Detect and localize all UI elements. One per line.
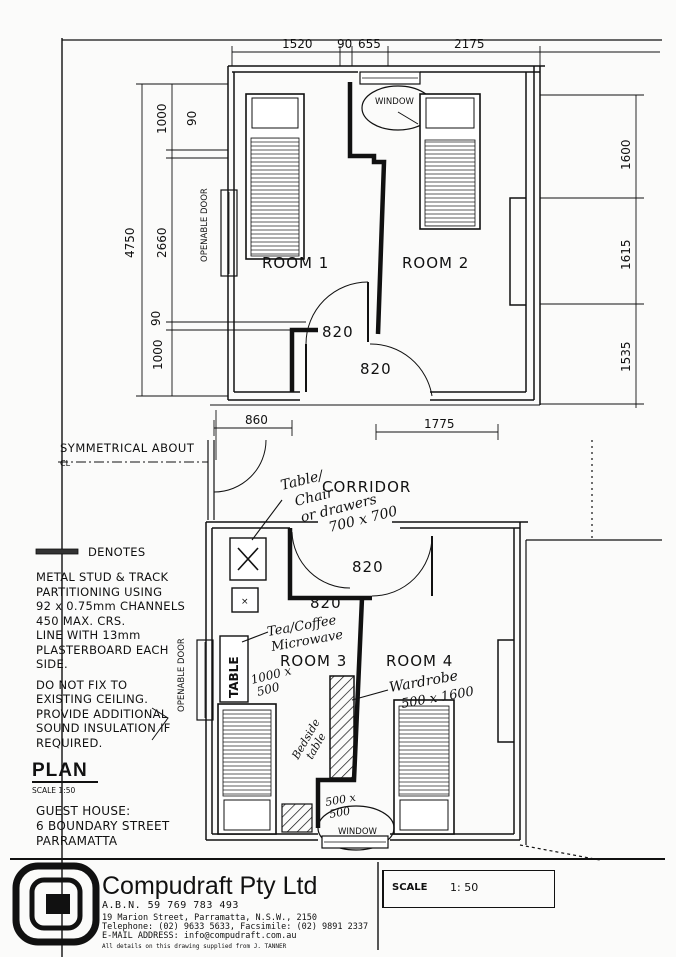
corridor-door-left [213,439,267,493]
scale-box [382,870,555,908]
symmetrical-note: SYMMETRICAL ABOUT [60,441,195,455]
right-dimension-lines [540,94,644,408]
dim-left-4: 90 [149,311,163,326]
upper-block-walls [220,65,545,405]
stud-partition-upper [289,82,387,392]
window-bottom-label: WINDOW [338,827,378,837]
lower-right-outline [519,539,662,861]
bed-room3 [217,703,277,835]
door1-width: 820 [322,323,354,341]
note-table-size-2: 500 [255,680,281,699]
dim-left-1: 1000 [155,103,169,134]
dim-top-2: 90 [337,37,352,51]
dim-left-3: 2660 [155,227,169,258]
project-line: 6 BOUNDARY STREET [36,819,170,833]
door3-width: 820 [352,558,384,576]
company-email: E-MAIL ADDRESS: info@compudraft.com.au [102,931,297,941]
door-room2 [369,343,433,397]
dim-left-5: 1000 [151,339,165,370]
tea-coffee-unit: × [231,587,259,613]
corridor-walls [207,440,593,540]
bed-room1 [245,93,305,260]
legend-line: PLASTERBOARD EACH [36,642,169,657]
openable-door-bottom-label: OPENABLE DOOR [177,638,187,712]
dim-right-3: 1535 [619,341,633,372]
door-room3 [291,531,351,589]
bottom-dimension-lines [210,404,540,460]
dim-top-1: 1520 [282,37,313,51]
door-room4 [371,535,433,597]
legend-line: LINE WITH 13mm [36,628,141,642]
company-abn: A.B.N. 59 769 783 493 [102,900,239,911]
note-bedside-size-2: 500 [328,805,351,821]
dim-bottom-2: 1775 [424,417,455,431]
window-top-label: WINDOW [375,97,415,107]
partition-legend-swatch [35,548,79,555]
legend-line: METAL STUD & TRACK [36,570,169,584]
room1-label: ROOM 1 [262,254,329,272]
table-chair-box [229,537,267,581]
door-room1 [305,281,369,345]
bed-room2 [419,93,481,230]
room4-label: ROOM 4 [386,652,453,670]
dim-top-3: 655 [358,37,381,51]
legend-notes: METAL STUD & TRACK PARTITIONING USING 92… [36,570,185,750]
door4-width: 820 [310,594,342,612]
legend-line: SIDE. [36,657,68,671]
dim-bottom-1: 860 [245,413,268,427]
project-address: GUEST HOUSE: 6 BOUNDARY STREET PARRAMATT… [36,804,170,849]
legend-line: DO NOT FIX TO [36,677,128,692]
legend-line: 92 x 0.75mm CHANNELS [36,599,186,613]
plan-title: PLAN [32,760,88,781]
corridor-label: CORRIDOR [322,478,411,496]
legend-denotes: DENOTES [88,545,146,559]
top-dimension-line [231,46,660,66]
centreline-mark: CL [60,459,71,468]
title-block [10,858,665,952]
scale-label: SCALE [392,882,428,893]
wardrobe [329,675,355,779]
bedside-table [281,803,313,833]
drawing-source-note: All details on this drawing supplied fro… [102,943,287,950]
table-outline: TABLE [219,635,249,703]
scale-value: 1: 50 [450,881,479,894]
company-name: Compudraft Pty Ltd [102,872,318,900]
project-line: PARRAMATTA [36,834,118,848]
legend-line: SOUND INSULATION IF [36,721,171,735]
dim-right-1: 1600 [619,139,633,170]
legend-line: REQUIRED. [36,735,103,750]
dim-top-4: 2175 [454,37,485,51]
legend-line: PARTITIONING USING [36,584,163,599]
lower-block-walls [196,521,528,841]
plan-scale: SCALE 1:50 [32,786,76,795]
legend-line: 450 MAX. CRS. [36,613,126,628]
legend-line: PROVIDE ADDITIONAL [36,706,168,721]
room3-label: ROOM 3 [280,652,347,670]
note-bedside-size-1: 500 x [324,791,357,809]
window-bottom: WINDOW [317,805,395,851]
bed-room4 [393,699,455,835]
dim-left-total: 4750 [123,227,137,258]
room2-label: ROOM 2 [402,254,469,272]
dim-left-2: 90 [185,111,199,126]
stud-partition-lower [287,528,372,828]
openable-door-top-label: OPENABLE DOOR [200,188,210,262]
svg-text:×: × [241,597,249,607]
company-phone: Telephone: (02) 9633 5633, Facsimile: (0… [102,922,369,932]
project-line: GUEST HOUSE: [36,804,131,818]
company-address: 19 Marion Street, Parramatta, N.S.W., 21… [102,913,317,923]
dim-right-2: 1615 [619,239,633,270]
door2-width: 820 [360,360,392,378]
table-label: TABLE [227,656,241,698]
left-dimension-lines [136,83,306,397]
legend-line: EXISTING CEILING. [36,692,149,706]
compudraft-logo [12,862,100,946]
